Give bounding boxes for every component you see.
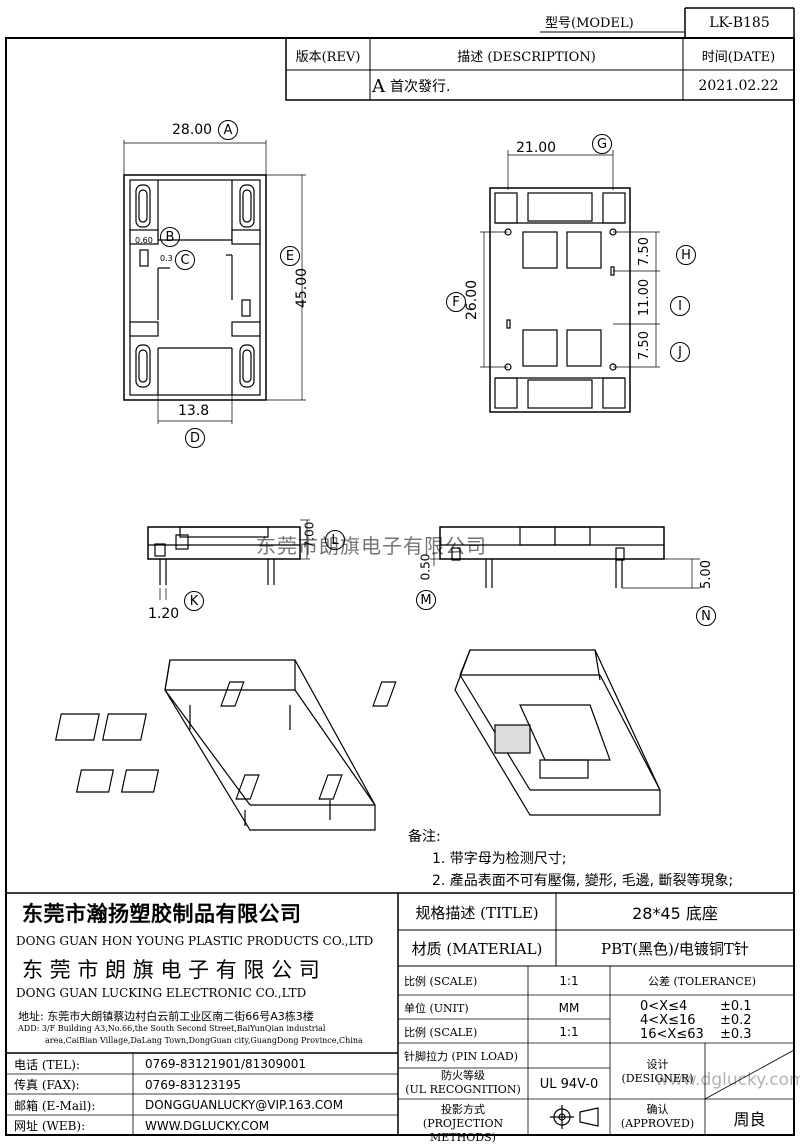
dim-c-letter: C <box>175 250 195 270</box>
dim-k-value: 1.20 <box>148 606 180 622</box>
material-label: 材质 (MATERIAL) <box>411 940 543 958</box>
designer-label-cn: 设计 <box>646 1058 669 1071</box>
scale2-label: 比例 (SCALE) <box>404 1025 478 1039</box>
dim-e-value: 45.00 <box>294 267 311 309</box>
dim-k-letter: K <box>184 591 204 611</box>
title-block <box>6 892 795 1135</box>
pinload-label: 针脚拉力 (PIN LOAD) <box>404 1050 519 1063</box>
watermark-text: 东莞市朗旗电子有限公司 <box>256 534 487 558</box>
title-value: 28*45 底座 <box>632 904 718 923</box>
designer-label-en: (DESIGNER) <box>621 1072 694 1085</box>
dim-n-value: 5.00 <box>698 560 714 589</box>
dim-h-letter: H <box>676 245 696 265</box>
tolerance-value-1: ±0.1 <box>720 999 752 1014</box>
approved-label: 确认 (APPROVED) <box>610 1103 705 1131</box>
note-item-2: 2. 產品表面不可有壓傷, 變形, 毛邊, 斷裂等現象; <box>432 873 734 889</box>
dim-g-letter: G <box>592 134 612 154</box>
dim-d-value: 13.8 <box>178 403 210 419</box>
top-view-left <box>123 140 306 424</box>
dim-j-letter: J <box>670 342 690 362</box>
tolerance-value-2: ±0.2 <box>720 1013 752 1028</box>
web-label: 网址 (WEB): <box>14 1119 86 1133</box>
scale-value: 1:1 <box>559 974 579 988</box>
fire-rating-value: UL 94V-0 <box>539 1076 599 1092</box>
email-label: 邮箱 (E-Mail): <box>14 1098 96 1113</box>
tolerance-label: 公差 (TOLERANCE) <box>647 975 757 988</box>
revision-table <box>285 7 795 101</box>
web-value: WWW.DGLUCKY.COM <box>145 1118 270 1133</box>
tolerance-range-3: 16<X≤63 <box>640 1027 704 1042</box>
dim-i-letter: I <box>670 296 690 316</box>
tolerance-value-3: ±0.3 <box>720 1027 752 1042</box>
fire-label-en: (UL RECOGNITION) <box>405 1083 521 1096</box>
bottom-view-right <box>480 150 660 413</box>
dim-a-value: 28.00 <box>172 122 213 138</box>
tolerance-range-2: 4<X≤16 <box>640 1013 696 1028</box>
company-name-2-cn: 东 莞 市 朗 旗 电 子 有 限 公 司 <box>22 958 320 982</box>
company-name-2-en: DONG GUAN LUCKING ELECTRONIC CO.,LTD <box>16 986 307 1000</box>
dim-m-letter: M <box>416 590 436 610</box>
approved-label-en: (APPROVED) <box>620 1117 695 1130</box>
date-header: 时间(DATE) <box>701 49 776 65</box>
projection-label: 投影方式 (PROJECTION METHODS) <box>398 1103 528 1145</box>
dim-i-value: 11.00 <box>637 278 653 317</box>
rev-header: 版本(REV) <box>295 49 361 65</box>
dim-g-value: 21.00 <box>516 140 557 156</box>
dim-a-letter: A <box>218 120 238 140</box>
site-watermark: www.dglucky.com <box>655 1070 800 1090</box>
designer-label: 设计 (DESIGNER) <box>610 1058 705 1086</box>
approved-value: 周良 <box>733 1109 766 1129</box>
tolerance-table: 0<X≤4 ±0.1 4<X≤16 ±0.2 16<X≤63 ±0.3 <box>640 1000 752 1042</box>
fax-value: 0769-83123195 <box>145 1077 241 1092</box>
fax-label: 传真 (FAX): <box>14 1078 80 1092</box>
tolerance-range-1: 0<X≤4 <box>640 999 688 1014</box>
model-value: LK-B185 <box>709 15 770 31</box>
approved-label-cn: 确认 <box>646 1103 669 1116</box>
fire-label-cn: 防火等级 <box>441 1069 485 1082</box>
description-value: 首次發行. <box>390 79 451 95</box>
material-value: PBT(黑色)/电镀铜T针 <box>601 940 749 958</box>
unit-value: MM <box>558 1000 580 1015</box>
tel-label: 电话 (TEL): <box>14 1057 80 1072</box>
fire-rating-label: 防火等级 (UL RECOGNITION) <box>398 1069 528 1099</box>
side-view-right <box>430 526 700 589</box>
scale-label: 比例 (SCALE) <box>404 975 478 988</box>
projection-label-cn: 投影方式 <box>441 1103 485 1116</box>
note-item-1: 1. 带字母为检测尺寸; <box>432 851 567 867</box>
projection-symbol-icon <box>550 1105 599 1129</box>
side-view-left <box>147 519 310 600</box>
company-name-1-en: DONG GUAN HON YOUNG PLASTIC PRODUCTS CO.… <box>16 934 374 948</box>
dim-e-letter: E <box>280 246 300 266</box>
dim-j-value: 7.50 <box>636 331 652 360</box>
dim-f-value: 26.00 <box>464 279 481 321</box>
dim-h-value: 7.50 <box>636 237 652 266</box>
dim-l-letter: L <box>325 530 345 550</box>
dim-b-value: 0.60 <box>135 236 153 245</box>
dim-n-letter: N <box>696 606 716 626</box>
company-name-1-cn: 东莞市瀚扬塑胶制品有限公司 <box>22 902 302 926</box>
company-address-cn: 地址: 东莞市大朗镇蔡边村白云前工业区南二街66号A3栋3楼 <box>18 1010 314 1023</box>
unit-label: 单位 (UNIT) <box>404 1001 469 1015</box>
dim-d-letter: D <box>185 428 205 448</box>
date-value: 2021.02.22 <box>698 78 779 94</box>
dim-f-letter: F <box>446 292 466 312</box>
rev-value: A <box>372 75 385 97</box>
scale2-value: 1:1 <box>559 1024 579 1039</box>
title-label: 规格描述 (TITLE) <box>415 903 539 922</box>
dim-c-value: 0.3 <box>160 254 173 263</box>
iso-view-right <box>220 649 661 816</box>
iso-view-left <box>54 659 376 831</box>
company-address-en-2: area,CaiBian Village,DaLang Town,DongGua… <box>45 1036 363 1045</box>
company-address-en-1: ADD: 3/F Building A3,No.66,the South Sec… <box>18 1024 326 1033</box>
model-label: 型号(MODEL) <box>545 15 634 31</box>
email-value: DONGGUANLUCKY@VIP.163.COM <box>145 1098 344 1112</box>
notes-title: 备注: <box>408 829 441 845</box>
dim-b-letter: B <box>160 227 180 247</box>
description-header: 描述 (DESCRIPTION) <box>457 49 596 65</box>
tel-value: 0769-83121901/81309001 <box>145 1057 307 1071</box>
